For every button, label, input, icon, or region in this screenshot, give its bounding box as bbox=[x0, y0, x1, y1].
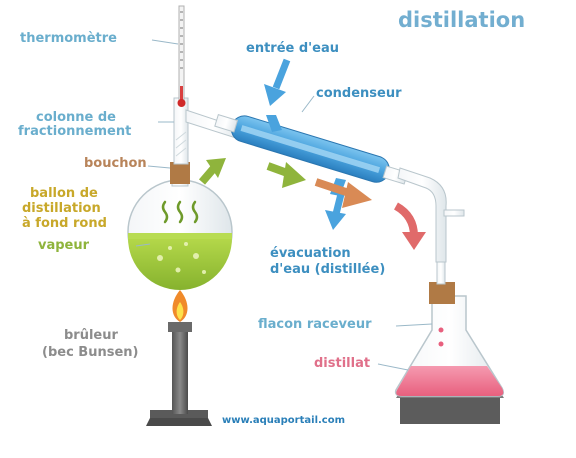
label-distillate: distillat bbox=[314, 356, 370, 371]
vapour-icon bbox=[161, 200, 199, 224]
label-outlet-line1: évacuation bbox=[270, 246, 351, 261]
label-outlet-line2: d'eau (distillée) bbox=[270, 262, 385, 277]
bunsen-burner bbox=[146, 290, 212, 426]
receiver-stopper bbox=[429, 282, 455, 304]
label-column-line1: colonne de bbox=[36, 110, 116, 125]
vapour-flow-arrows bbox=[198, 158, 426, 250]
label-flask-line1: ballon de bbox=[30, 186, 98, 201]
fractionating-column bbox=[173, 97, 189, 165]
label-receiving-flask: flacon raceveur bbox=[258, 317, 372, 332]
label-thermometer: thermomètre bbox=[20, 31, 117, 46]
receiving-flask bbox=[394, 261, 505, 424]
diagram-title: distillation bbox=[398, 8, 525, 32]
leader-lines bbox=[135, 39, 433, 371]
label-vapour: vapeur bbox=[38, 238, 90, 253]
water-in-arrow bbox=[264, 58, 291, 106]
label-condenser: condenseur bbox=[316, 86, 402, 101]
label-stopper: bouchon bbox=[84, 156, 147, 171]
label-water-inlet: entrée d'eau bbox=[246, 41, 339, 56]
label-column-line2: fractionnement bbox=[18, 124, 131, 139]
thermometer bbox=[177, 5, 186, 107]
round-bottom-flask bbox=[127, 162, 233, 290]
flask-stopper bbox=[170, 162, 190, 184]
label-burner-line2: (bec Bunsen) bbox=[42, 345, 138, 360]
label-flask-line3: à fond rond bbox=[22, 216, 107, 231]
label-burner-line1: brûleur bbox=[64, 328, 118, 343]
condenser bbox=[214, 114, 409, 196]
label-flask-line2: distillation bbox=[22, 201, 101, 216]
watermark: www.aquaportail.com bbox=[222, 415, 345, 426]
receiver-adapter bbox=[397, 167, 465, 263]
water-out-arrow bbox=[325, 193, 346, 230]
